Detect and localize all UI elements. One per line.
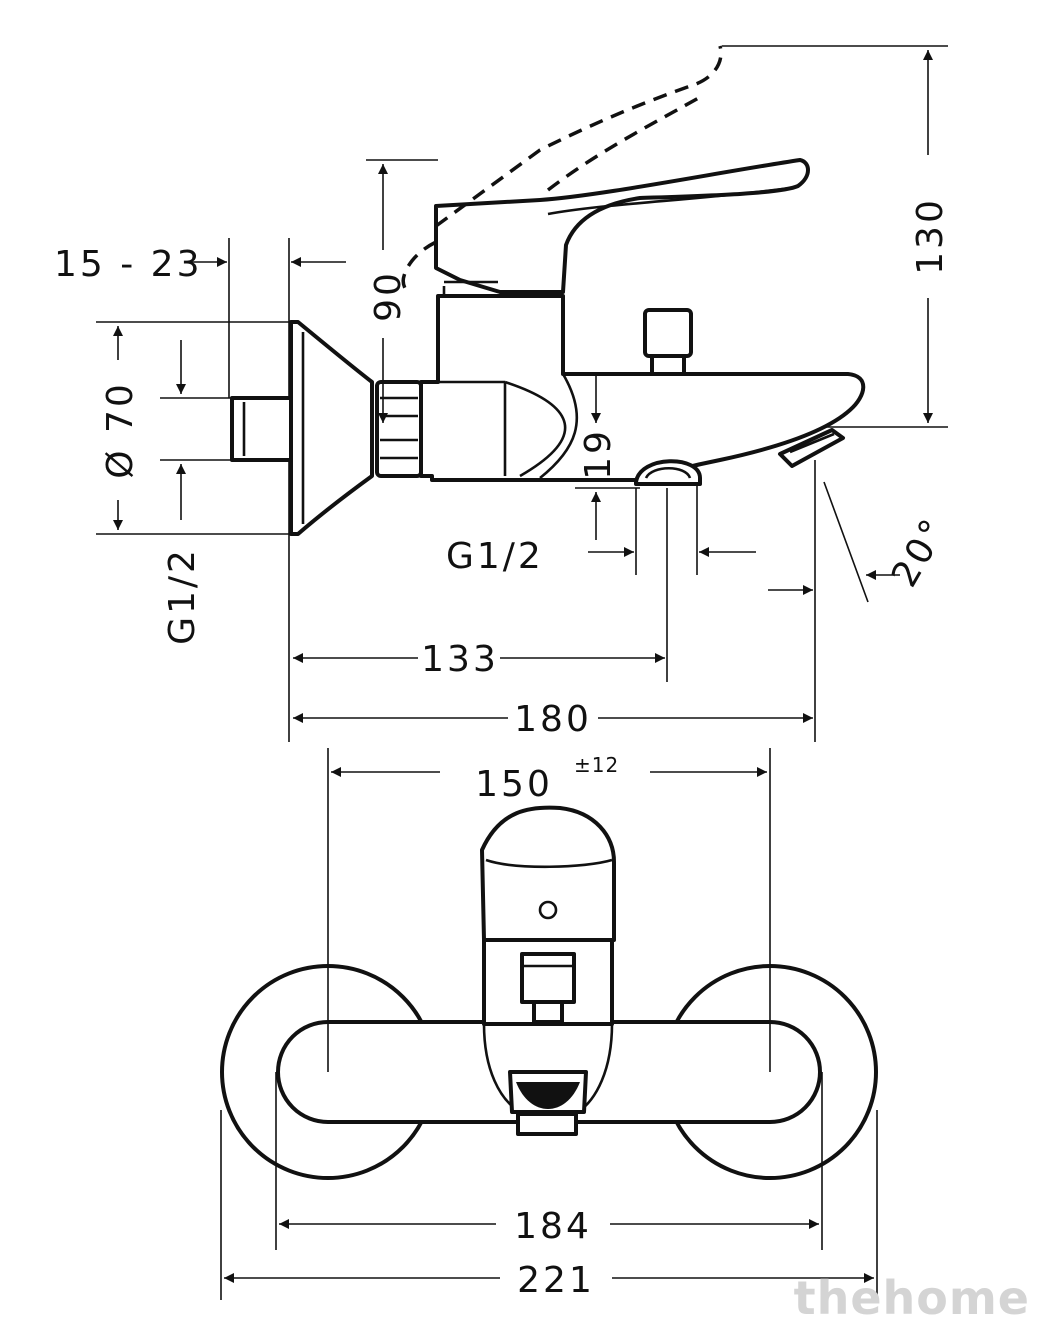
diverter-stem-front: [532, 1000, 564, 1024]
label-outlet-thread: G1/2: [446, 536, 544, 577]
diverter-stem: [650, 354, 686, 376]
front-view: 150 ±12 184 221: [220, 748, 878, 1301]
outlet-base: [516, 1112, 578, 1136]
label-outlet-clearance: 19: [578, 428, 619, 480]
label-centre-distance: 150: [475, 764, 553, 805]
label-handle-height: 90: [368, 270, 409, 322]
side-view: 15 - 23 130 90 Ø 70 G1/2 19 G1/2 20° 133…: [54, 45, 956, 742]
label-spout-angle: 20°: [884, 510, 956, 594]
lever-raised-position: [401, 240, 437, 296]
wall-rosette: [289, 320, 374, 536]
watermark: thehome: [794, 1271, 1030, 1325]
label-height-total: 130: [910, 197, 951, 275]
diverter-knob: [643, 308, 693, 358]
label-overall-width: 221: [517, 1260, 595, 1301]
label-spout-projection: 133: [421, 639, 499, 680]
lever-handle: [434, 158, 810, 294]
label-centre-tolerance: ±12: [574, 753, 619, 777]
outlet-aerator: [634, 459, 702, 486]
lever-front: [480, 805, 616, 942]
label-inlet-thread: G1/2: [162, 547, 203, 645]
label-wall-range: 15 - 23: [54, 244, 203, 285]
dimension-arrows: [113, 50, 933, 723]
lever-indicator: [538, 900, 558, 920]
label-body-width: 184: [514, 1206, 592, 1247]
spout-tip: [778, 428, 845, 468]
wall-connector: [230, 396, 293, 462]
front-extension-lines: [220, 748, 878, 1300]
front-dimension-arrows: [224, 767, 874, 1283]
diverter-top: [520, 952, 576, 1004]
label-rosette-diameter: Ø 70: [100, 381, 141, 479]
label-total-projection: 180: [514, 699, 592, 740]
